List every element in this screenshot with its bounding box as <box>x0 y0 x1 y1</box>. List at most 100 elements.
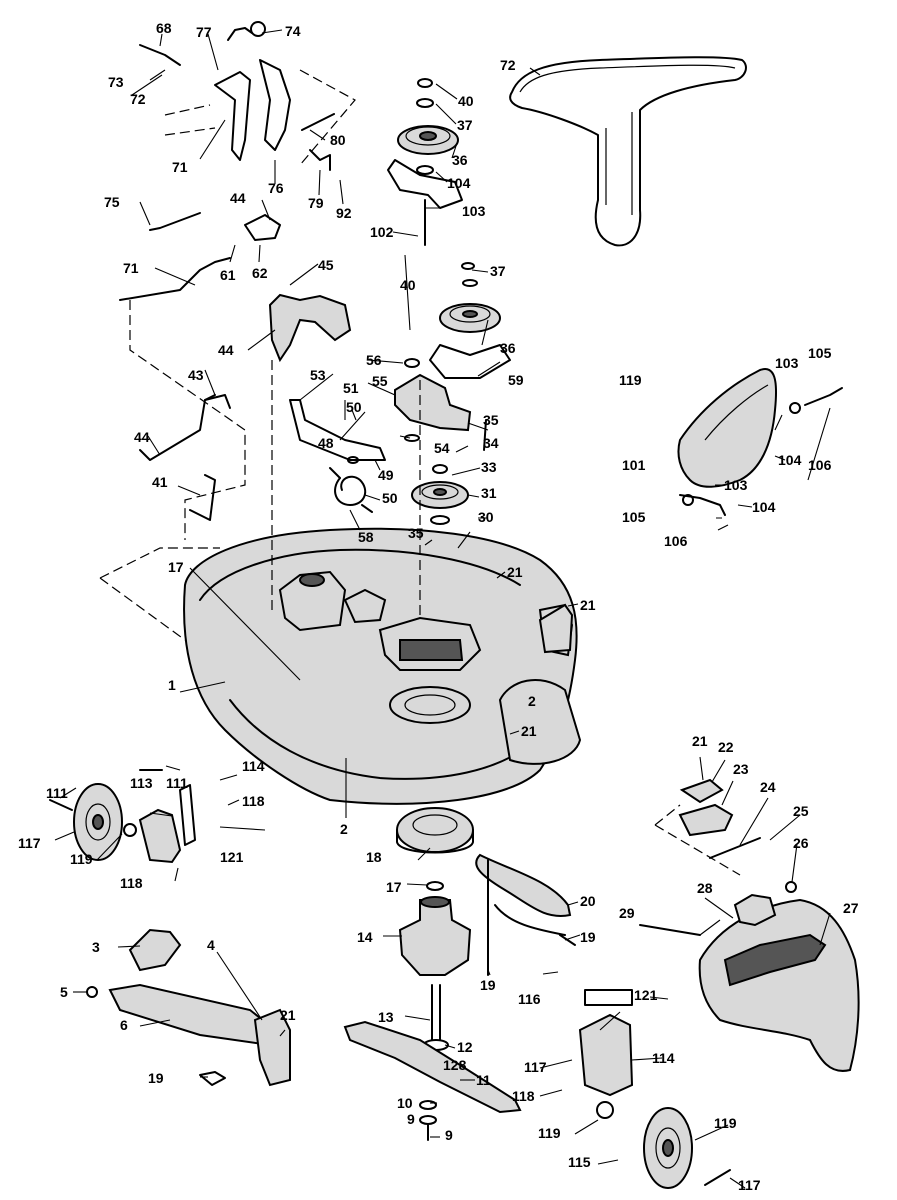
part-label: 71 <box>172 159 188 175</box>
part-label: 51 <box>343 380 359 396</box>
part-label: 119 <box>619 372 642 388</box>
part-label: 101 <box>622 457 646 473</box>
part-label: 116 <box>518 991 541 1007</box>
part-label: 40 <box>400 277 416 293</box>
part-label: 5 <box>60 984 68 1000</box>
part-label: 92 <box>336 205 352 221</box>
part-label: 117 <box>738 1177 761 1193</box>
part-label: 29 <box>619 905 635 921</box>
part-label: 118 <box>242 793 265 809</box>
deflector-part <box>677 368 778 488</box>
part-label: 21 <box>507 564 523 580</box>
part-label: 61 <box>220 267 236 283</box>
part-label: 113 <box>130 775 153 791</box>
part-label: 128 <box>443 1057 467 1073</box>
part-label: 44 <box>230 190 246 206</box>
part-label: 37 <box>457 117 473 133</box>
part-label: 22 <box>718 739 734 755</box>
part-label: 30 <box>478 509 494 525</box>
part-label: 115 <box>568 1154 591 1170</box>
part-label: 37 <box>490 263 506 279</box>
part-label: 6 <box>120 1017 128 1033</box>
part-label: 105 <box>808 345 832 361</box>
part-label: 104 <box>752 499 776 515</box>
part-label: 50 <box>382 490 398 506</box>
part-label: 102 <box>370 224 394 240</box>
part-label: 14 <box>357 929 373 945</box>
part-label: 59 <box>508 372 524 388</box>
part-label: 36 <box>452 152 468 168</box>
part-label: 21 <box>521 723 537 739</box>
part-label: 117 <box>524 1059 547 1075</box>
part-label: 10 <box>397 1095 413 1111</box>
part-label: 76 <box>268 180 284 196</box>
part-label: 34 <box>483 435 499 451</box>
part-label: 104 <box>778 452 802 468</box>
part-label: 103 <box>462 203 486 219</box>
part-label: 114 <box>652 1050 675 1066</box>
part-label: 2 <box>340 821 348 837</box>
discharge-chute-part <box>698 898 860 1072</box>
part-label: 72 <box>500 57 516 73</box>
part-label: 3 <box>92 939 100 955</box>
part-label: 49 <box>378 467 394 483</box>
part-label: 105 <box>622 509 646 525</box>
part-label: 17 <box>386 879 402 895</box>
part-label: 44 <box>218 342 234 358</box>
part-label: 75 <box>104 194 120 210</box>
part-label: 19 <box>148 1070 164 1086</box>
part-label: 19 <box>580 929 596 945</box>
part-label: 111 <box>166 775 188 791</box>
part-label: 68 <box>156 20 172 36</box>
part-label: 26 <box>793 835 809 851</box>
part-label: 118 <box>512 1088 535 1104</box>
part-label: 79 <box>308 195 324 211</box>
part-label: 106 <box>808 457 832 473</box>
part-label: 121 <box>634 987 658 1003</box>
part-label: 53 <box>310 367 326 383</box>
leader-lines <box>54 29 831 1189</box>
part-label: 21 <box>280 1007 296 1023</box>
part-label: 72 <box>130 91 146 107</box>
part-label: 44 <box>134 429 150 445</box>
part-label: 55 <box>372 373 388 389</box>
part-label: 104 <box>447 175 471 191</box>
part-label: 23 <box>733 761 749 777</box>
part-label: 74 <box>285 23 301 39</box>
part-label: 43 <box>188 367 204 383</box>
part-label: 41 <box>152 474 168 490</box>
part-label: 54 <box>434 440 450 456</box>
part-label: 103 <box>775 355 799 371</box>
part-label: 35 <box>483 412 499 428</box>
part-label: 11 <box>476 1072 491 1088</box>
part-label: 77 <box>196 24 212 40</box>
part-label: 106 <box>664 533 688 549</box>
part-label: 1 <box>168 677 176 693</box>
part-label: 4 <box>207 937 215 953</box>
part-labels: 68 77 74 73 72 71 80 76 79 92 75 44 61 6… <box>18 20 859 1193</box>
part-label: 25 <box>793 803 809 819</box>
part-label: 45 <box>318 257 334 273</box>
part-label: 121 <box>220 849 244 865</box>
blade-part <box>343 1020 522 1114</box>
part-label: 117 <box>18 835 41 851</box>
part-label: 31 <box>481 485 497 501</box>
part-label: 13 <box>378 1009 394 1025</box>
part-label: 12 <box>457 1039 473 1055</box>
part-label: 48 <box>318 435 334 451</box>
part-label: 20 <box>580 893 596 909</box>
part-label: 111 <box>46 785 68 801</box>
part-label: 58 <box>358 529 374 545</box>
part-label: 40 <box>458 93 474 109</box>
part-drawings <box>49 21 860 1189</box>
part-label: 24 <box>760 779 776 795</box>
part-label: 18 <box>366 849 382 865</box>
belt-cover-part <box>268 293 352 363</box>
part-label: 28 <box>697 880 713 896</box>
part-label: 119 <box>714 1115 737 1131</box>
part-label: 114 <box>242 758 265 774</box>
part-label: 19 <box>480 977 496 993</box>
part-label: 71 <box>123 260 139 276</box>
part-label: 9 <box>445 1127 453 1143</box>
